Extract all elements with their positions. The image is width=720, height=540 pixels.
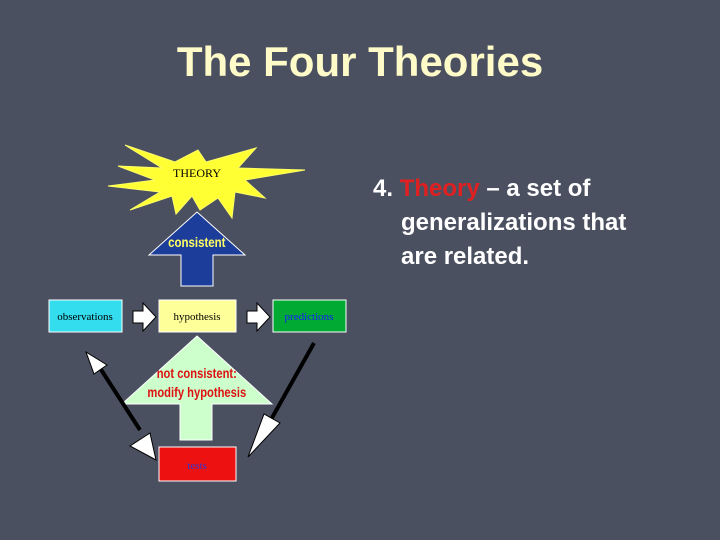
modify-hypothesis-label: modify hypothesis <box>147 385 246 400</box>
predictions-tests-arrowhead <box>248 414 280 457</box>
theory-starburst <box>108 145 305 218</box>
hypothesis-label: hypothesis <box>173 311 220 323</box>
consistent-label: consistent <box>168 234 226 250</box>
arrow-hypothesis-to-predictions <box>247 303 270 331</box>
predictions-label: predictions <box>285 311 334 323</box>
observations-label: observations <box>57 311 113 323</box>
not-consistent-label: not consistent: <box>157 366 237 381</box>
theory-label: THEORY <box>173 166 221 180</box>
arrow-observations-to-hypothesis <box>133 303 156 331</box>
predictions-tests-arrow-shaft <box>268 343 314 425</box>
tests-arrowhead <box>130 433 156 460</box>
tests-label: tests <box>187 460 207 472</box>
